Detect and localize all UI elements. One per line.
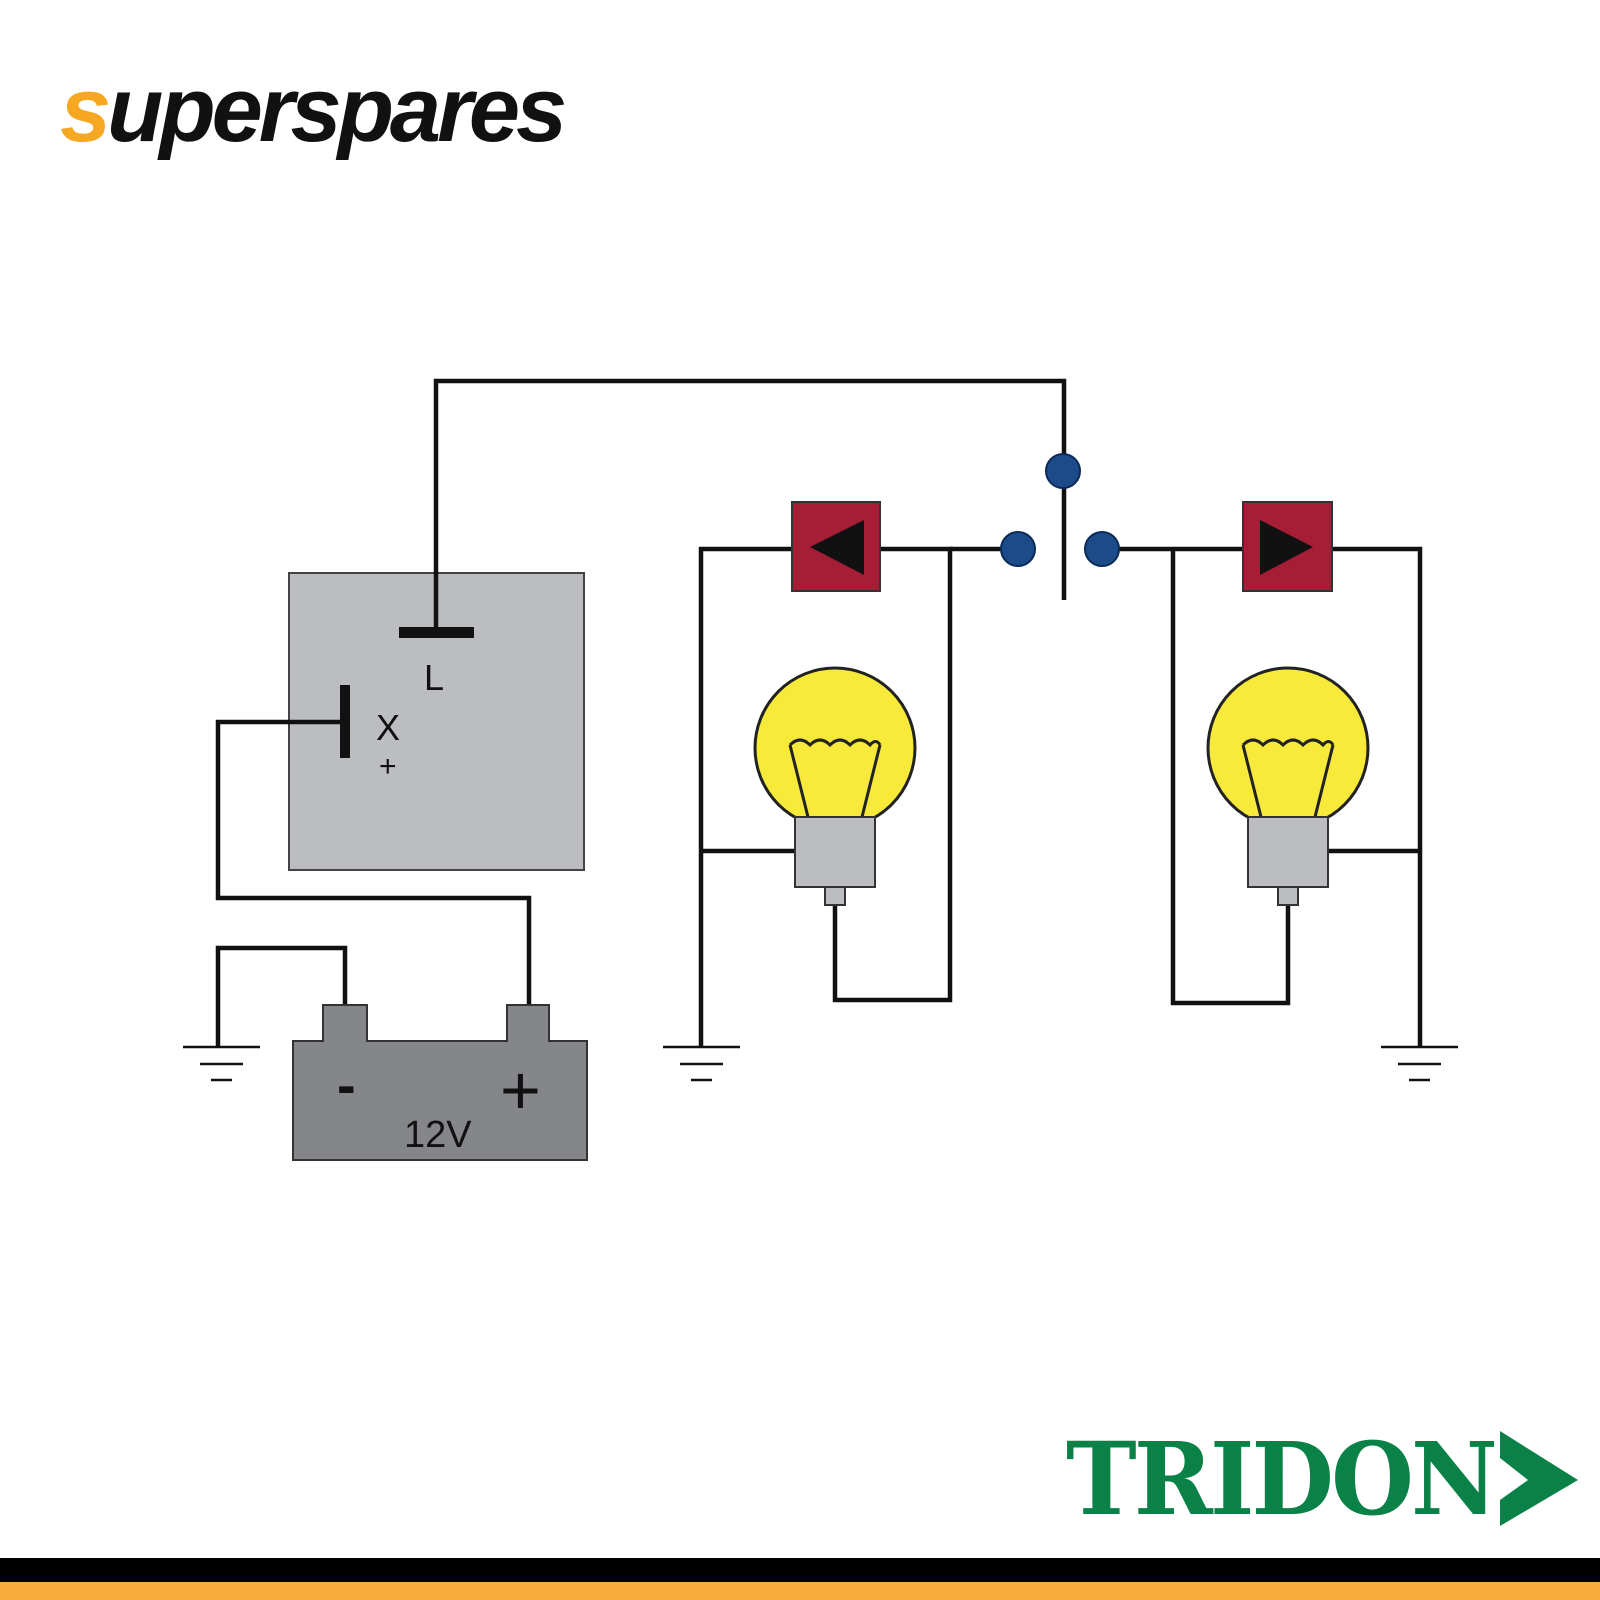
left-indicator-lamp xyxy=(791,501,881,592)
left-bulb xyxy=(753,666,917,906)
terminal-l-bar xyxy=(399,627,474,638)
turn-signal-switch xyxy=(1000,453,1120,567)
battery-plus-label: + xyxy=(500,1051,541,1129)
footer-black-bar xyxy=(0,1558,1600,1582)
ground-symbol-middle xyxy=(663,1045,740,1082)
right-indicator-lamp xyxy=(1242,501,1333,592)
label-plus: + xyxy=(379,750,397,783)
battery-voltage-label: 12V xyxy=(404,1114,472,1156)
ground-symbol-right xyxy=(1381,1045,1458,1082)
label-x: X xyxy=(376,707,400,748)
tridon-logo-arrow xyxy=(1500,1431,1578,1526)
ground-symbol-left xyxy=(183,1045,260,1082)
logo-text: uperspares xyxy=(107,59,567,161)
tridon-logo: TRIDON xyxy=(1066,1420,1498,1538)
superspares-logo: superspares xyxy=(60,58,567,163)
logo-s: s xyxy=(60,59,111,161)
footer-orange-bar xyxy=(0,1582,1600,1600)
battery: - + 12V xyxy=(292,1004,588,1161)
battery-minus-label: - xyxy=(337,1053,356,1116)
right-bulb xyxy=(1206,666,1370,906)
label-l: L xyxy=(424,657,444,698)
